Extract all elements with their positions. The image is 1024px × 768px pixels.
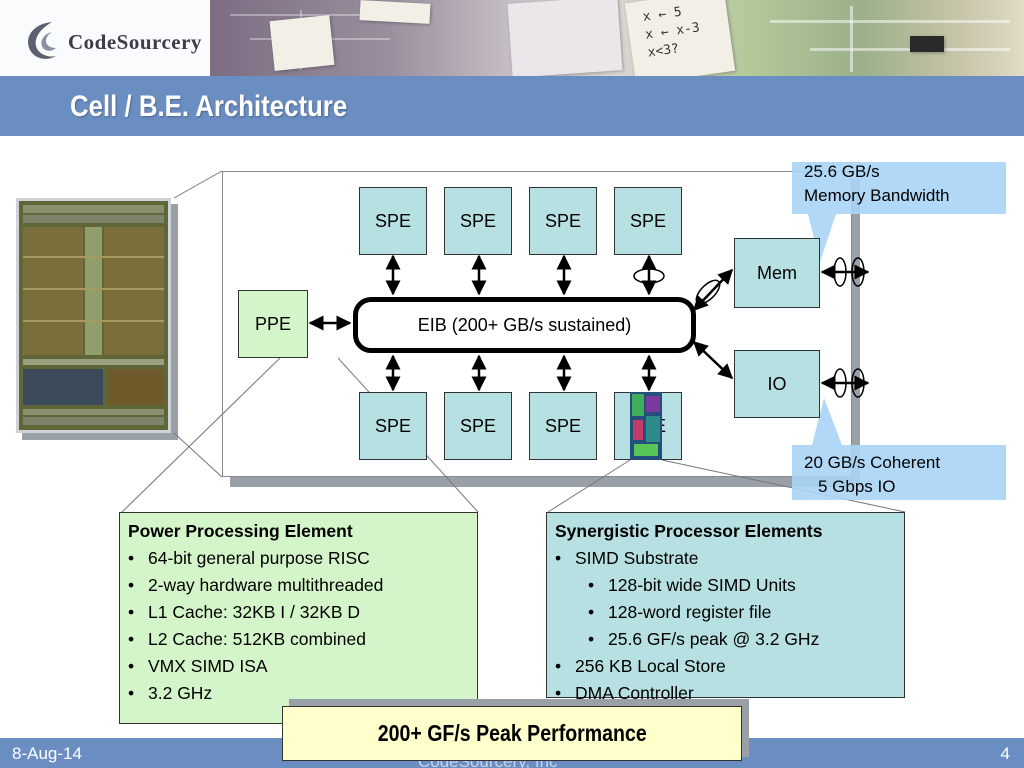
- spe-label: SPE: [544, 415, 582, 436]
- spe-label: SPE: [544, 210, 582, 231]
- list-item: •256 KB Local Store: [555, 653, 896, 680]
- callout-line: Memory Bandwidth: [804, 186, 950, 205]
- list-item-text: L1 Cache: 32KB I / 32KB D: [148, 602, 361, 622]
- spe-box-top-1: SPE: [359, 187, 427, 255]
- page-number: 4: [1000, 744, 1010, 763]
- list-item-text: 25.6 GF/s peak @ 3.2 GHz: [608, 629, 820, 649]
- header-collage-image: x ← 5 x ← x-3 x<3?: [210, 0, 1024, 76]
- spe-label: SPE: [374, 210, 412, 231]
- spe-description-box: Synergistic Processor Elements •SIMD Sub…: [546, 512, 905, 703]
- memory-bandwidth-callout: 25.6 GB/s Memory Bandwidth: [804, 160, 950, 208]
- eib-bus: EIB (200+ GB/s sustained): [353, 297, 696, 353]
- spe-box-bottom-1: SPE: [359, 392, 427, 460]
- performance-text: 200+ GF/s Peak Performance: [377, 720, 647, 746]
- slide-title: Cell / B.E. Architecture: [70, 90, 348, 123]
- footer-date: 8-Aug-14: [12, 744, 82, 763]
- list-item-text: 64-bit general purpose RISC: [148, 548, 370, 568]
- list-item-text: 128-word register file: [608, 602, 772, 622]
- spe-label: SPE: [459, 415, 497, 436]
- callout-line: 20 GB/s Coherent: [804, 453, 941, 472]
- mem-label: Mem: [757, 262, 797, 283]
- ppe-description-box: Power Processing Element •64-bit general…: [119, 512, 478, 724]
- spe-die-pattern: [630, 392, 662, 460]
- spe-box-top-2: SPE: [444, 187, 512, 255]
- list-item-text: 2-way hardware multithreaded: [148, 575, 384, 595]
- list-item-text: SIMD Substrate: [575, 548, 699, 568]
- list-item: •2-way hardware multithreaded: [128, 572, 469, 599]
- io-label: IO: [767, 373, 787, 394]
- list-item-text: L2 Cache: 512KB combined: [148, 629, 366, 649]
- logo: CodeSourcery: [0, 0, 210, 76]
- mem-box: Mem: [734, 238, 820, 308]
- list-item: •SIMD Substrate: [555, 545, 896, 572]
- eib-label: EIB (200+ GB/s sustained): [417, 314, 632, 335]
- list-item-text: 128-bit wide SIMD Units: [608, 575, 796, 595]
- spe-label: SPE: [459, 210, 497, 231]
- performance-callout: 200+ GF/s Peak Performance: [282, 706, 742, 761]
- callout-line: 25.6 GB/s: [804, 162, 880, 181]
- spe-label: SPE: [374, 415, 412, 436]
- die-photo-image: [19, 201, 168, 430]
- callout-line: 5 Gbps IO: [818, 477, 896, 496]
- ppe-label: PPE: [254, 313, 292, 334]
- cell-die-photo: [16, 198, 171, 433]
- list-item-text: DMA Controller: [575, 683, 694, 703]
- spe-heading: Synergistic Processor Elements: [555, 521, 823, 541]
- ppe-heading: Power Processing Element: [128, 521, 353, 541]
- spe-box-top-3: SPE: [529, 187, 597, 255]
- spe-die-image: [630, 392, 662, 460]
- io-bandwidth-callout: 20 GB/s Coherent 5 Gbps IO: [804, 451, 940, 499]
- list-item: •L2 Cache: 512KB combined: [128, 626, 469, 653]
- list-item: •DMA Controller: [555, 680, 896, 707]
- list-item: •VMX SIMD ISA: [128, 653, 469, 680]
- list-item: •128-word register file: [555, 599, 896, 626]
- codesourcery-swoosh-icon: [28, 22, 56, 59]
- ppe-box: PPE: [238, 290, 308, 358]
- spe-box-bottom-2: SPE: [444, 392, 512, 460]
- title-band: [0, 76, 1024, 136]
- spe-label: SPE: [629, 210, 667, 231]
- list-item: •25.6 GF/s peak @ 3.2 GHz: [555, 626, 896, 653]
- list-item: •128-bit wide SIMD Units: [555, 572, 896, 599]
- spe-box-bottom-3: SPE: [529, 392, 597, 460]
- spe-box-top-4: SPE: [614, 187, 682, 255]
- list-item: •3.2 GHz: [128, 680, 469, 707]
- list-item: •64-bit general purpose RISC: [128, 545, 469, 572]
- list-item-text: 256 KB Local Store: [575, 656, 726, 676]
- logo-text: CodeSourcery: [68, 30, 202, 54]
- list-item-text: 3.2 GHz: [148, 683, 213, 703]
- list-item: •L1 Cache: 32KB I / 32KB D: [128, 599, 469, 626]
- list-item-text: VMX SIMD ISA: [148, 656, 268, 676]
- io-box: IO: [734, 350, 820, 418]
